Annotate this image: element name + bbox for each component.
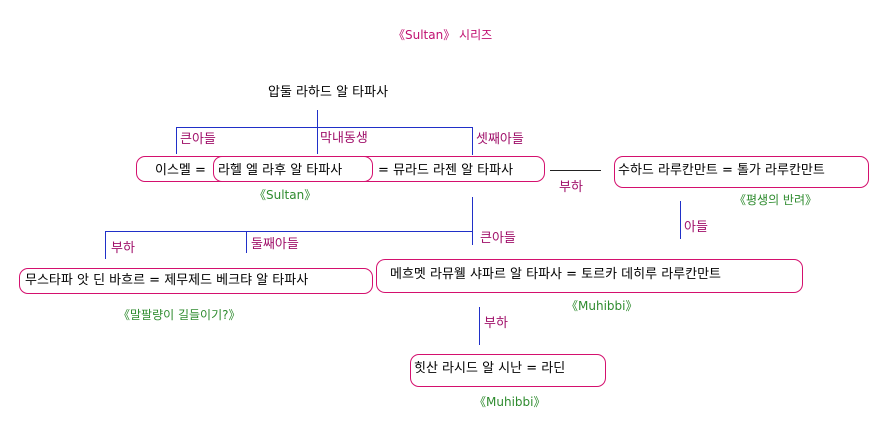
- connector-subordinate-mustafa: [105, 231, 106, 259]
- connector-children-bar: [176, 127, 472, 128]
- label-third-son: 셋째아들: [476, 132, 524, 147]
- node-murad: = 뮤라드 라젠 알 타파사: [378, 163, 514, 178]
- diagram-title: 《Sultan》 시리즈: [393, 28, 493, 42]
- connector-subordinate-hitsan: [479, 307, 480, 345]
- box-rahel-murad: [213, 156, 545, 182]
- connector-second-son: [246, 231, 247, 253]
- work-label-lifetime-partner: 《평생의 반려》: [734, 193, 818, 207]
- connector-third-son: [472, 127, 473, 155]
- node-mehmet: 메흐멧 라뮤웰 샤파르 알 타파사 = 토르카 데히루 라루칸만트: [390, 267, 721, 282]
- label-subordinate-suhad: 부하: [559, 180, 583, 195]
- connector-root-down: [317, 110, 318, 127]
- connector-youngest: [317, 127, 318, 154]
- label-son-suhad: 아들: [684, 220, 708, 235]
- work-label-muhibbi-mehmet: 《Muhibbi》: [566, 299, 638, 313]
- node-ismail: 이스멜 =: [155, 163, 206, 178]
- label-second-son: 둘째아들: [251, 237, 299, 252]
- box-suhad: [614, 156, 869, 188]
- work-label-malpal: 《말팔량이 길들이기?》: [118, 308, 241, 322]
- box-mehmet: [376, 259, 803, 293]
- node-rahel: 라헬 엘 라후 알 타파사: [218, 163, 343, 178]
- connector-son-suhad: [680, 201, 681, 239]
- node-mustafa: 무스타파 앗 딘 바흐르 = 제무제드 베크탸 알 타파사: [25, 273, 309, 288]
- box-hitsan: [410, 354, 606, 387]
- label-eldest-son-mehmet: 큰아들: [480, 231, 516, 246]
- connector-subordinate-suhad: [550, 170, 601, 171]
- node-hitsan: 힛산 라시드 알 시난 = 라딘: [414, 361, 566, 376]
- label-youngest: 막내동생: [320, 131, 368, 146]
- label-subordinate-mustafa: 부하: [111, 241, 135, 256]
- connector-eldest-son: [176, 127, 177, 154]
- node-abdullah: 압둘 라하드 알 타파사: [268, 85, 389, 100]
- work-label-muhibbi-hitsan: 《Muhibbi》: [474, 395, 546, 409]
- connector-row3-bar: [105, 231, 472, 232]
- box-mustafa: [19, 268, 373, 294]
- label-subordinate-hitsan: 부하: [484, 316, 508, 331]
- connector-murad-down: [472, 197, 473, 245]
- node-suhad: 수하드 라루칸만트 = 톨가 라루칸만트: [618, 163, 825, 178]
- label-eldest-son: 큰아들: [180, 132, 216, 147]
- work-label-sultan: 《Sultan》: [254, 188, 317, 202]
